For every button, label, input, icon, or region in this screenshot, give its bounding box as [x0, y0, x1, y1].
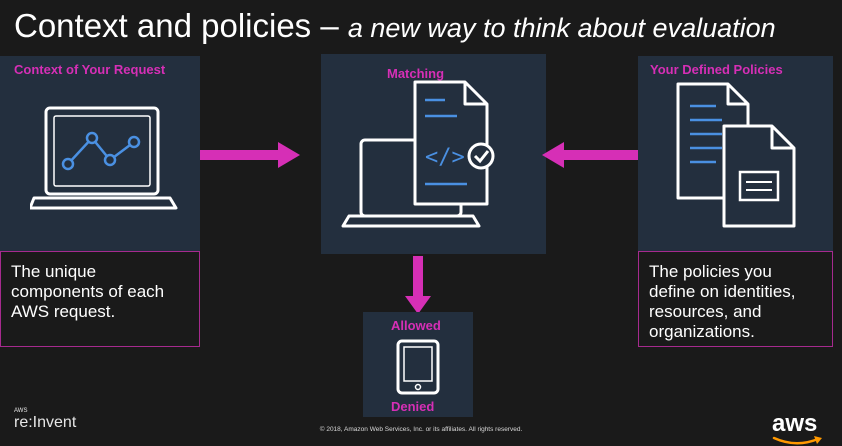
matching-panel-label: Matching	[387, 66, 445, 81]
laptop-chart-icon	[30, 106, 178, 210]
decision-label-denied: Denied	[391, 399, 435, 414]
policies-description: The policies you define on identities, r…	[649, 262, 796, 341]
matching-panel: Matching </>	[321, 54, 546, 254]
slide-title: Context and policies – a new way to thin…	[14, 6, 776, 48]
decision-label-allowed: Allowed	[391, 318, 441, 333]
aws-logo-text: aws	[772, 410, 818, 437]
context-panel-label: Context of Your Request	[14, 62, 166, 77]
context-description-box: The unique components of each AWS reques…	[0, 251, 200, 347]
policies-panel: Your Defined Policies	[638, 56, 833, 251]
arrow-left-icon	[542, 142, 642, 168]
svg-text:</>: </>	[425, 145, 465, 170]
policies-panel-label: Your Defined Policies	[650, 62, 783, 77]
title-main: Context and policies –	[14, 7, 339, 44]
decision-panel: Allowed Denied	[363, 312, 473, 417]
aws-smile-icon	[772, 436, 822, 445]
context-panel: Context of Your Request	[0, 56, 200, 251]
arrow-down-icon	[405, 256, 431, 314]
arrow-right-icon	[200, 142, 300, 168]
policies-description-box: The policies you define on identities, r…	[638, 251, 833, 347]
reinvent-logo-aws: AWS	[14, 408, 28, 414]
reinvent-logo: AWS re:Invent	[14, 408, 77, 432]
laptop-code-document-icon: </>	[341, 80, 495, 228]
policy-documents-icon	[676, 82, 796, 228]
title-subtitle: a new way to think about evaluation	[347, 13, 776, 43]
tablet-icon	[396, 339, 440, 395]
copyright-notice: © 2018, Amazon Web Services, Inc. or its…	[319, 426, 523, 433]
context-description: The unique components of each AWS reques…	[11, 262, 165, 321]
reinvent-logo-text: re:Invent	[14, 414, 77, 431]
aws-logo: aws	[772, 410, 822, 445]
